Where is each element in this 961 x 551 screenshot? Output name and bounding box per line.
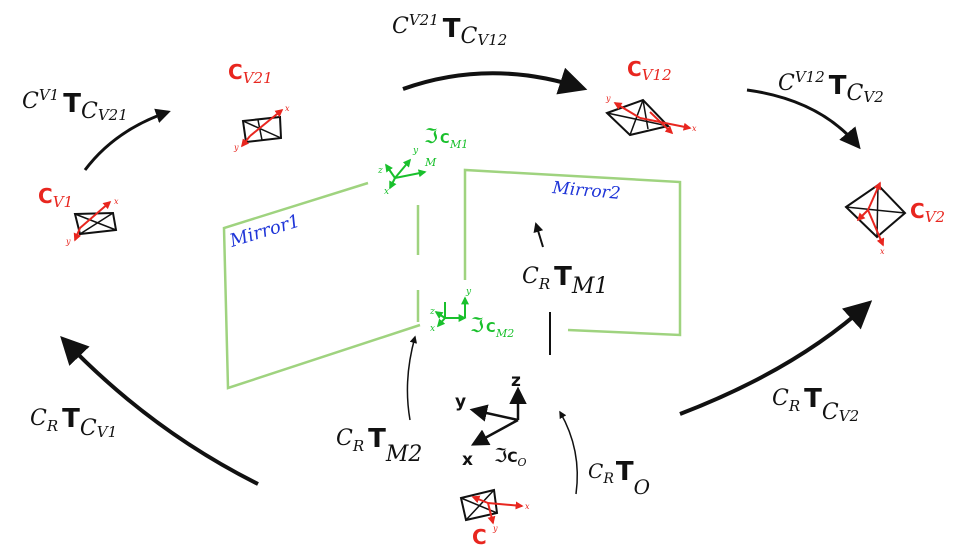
frame-symbol: ℑ xyxy=(470,313,484,337)
frame-letter: C xyxy=(440,132,450,147)
camera-cv12-icon: x y xyxy=(605,94,697,137)
camera-cv1-icon: x y xyxy=(65,197,119,246)
frame-symbol: ℑ xyxy=(424,124,438,148)
camera-c-label: C xyxy=(472,525,487,549)
arrow-r-to-o xyxy=(559,410,579,495)
axis-z-label: z xyxy=(377,166,383,176)
axis-y-label: y xyxy=(465,287,472,297)
frame-subscript: M1 xyxy=(449,138,468,151)
axis-x-label: x xyxy=(880,247,885,256)
axis-x-label: x xyxy=(692,124,697,133)
camera-cv12-label: CV12 xyxy=(627,57,672,84)
axis-y-label: y xyxy=(233,143,239,152)
arrow-r-to-v1 xyxy=(60,335,259,486)
camera-cv2-label: CV2 xyxy=(910,199,945,226)
mirror1-plane: Mirror1 xyxy=(222,181,421,390)
axis-x-label: x xyxy=(285,104,290,113)
axis-y-label: y xyxy=(492,524,498,533)
axis-x-label: x xyxy=(114,197,119,206)
axis-z-label: z xyxy=(429,307,435,317)
axis-y-label: y xyxy=(605,94,611,103)
camera-cv2-icon: x xyxy=(844,181,907,256)
axis-x-label: x xyxy=(525,502,530,511)
camera-cv1-label: CV1 xyxy=(38,184,73,211)
origin-frame: z y x ℑCO xyxy=(455,371,527,470)
frame-subscript: M2 xyxy=(495,327,514,340)
axis-x-label: x xyxy=(462,450,473,470)
origin-frame-label: ℑCO xyxy=(494,445,527,469)
axis-m-label: M xyxy=(424,156,437,169)
mirror2-plane: Mirror2 xyxy=(463,168,682,337)
axis-z-label: z xyxy=(511,371,521,391)
arrow-v12-to-v2 xyxy=(746,88,861,150)
frame-letter: C xyxy=(486,321,496,336)
camera-c-icon: x y xyxy=(459,488,530,533)
arrow-r-to-m2 xyxy=(406,335,418,421)
mirror1-label: Mirror1 xyxy=(226,211,302,253)
arrow-r-to-m1 xyxy=(533,222,544,248)
transform-r-o: CRTO xyxy=(588,457,650,499)
axis-x-label: x xyxy=(430,324,435,334)
arrow-v21-to-v12 xyxy=(402,67,588,95)
arrow-v1-to-v21 xyxy=(83,108,171,171)
arrow-r-to-v2 xyxy=(679,300,873,416)
mirror2-label: Mirror2 xyxy=(551,178,622,204)
axis-x-label: x xyxy=(384,187,389,197)
axis-y-label: y xyxy=(455,392,466,412)
mirror1-frame: y z x M ℑ C M1 xyxy=(377,124,468,197)
mirror2-frame: y z x ℑ C M2 xyxy=(429,287,514,340)
axis-y-label: y xyxy=(412,146,419,156)
camera-cv21-label: CV21 xyxy=(228,60,273,87)
camera-cv21-icon: x y xyxy=(233,104,290,152)
axis-y-label: y xyxy=(65,237,71,246)
